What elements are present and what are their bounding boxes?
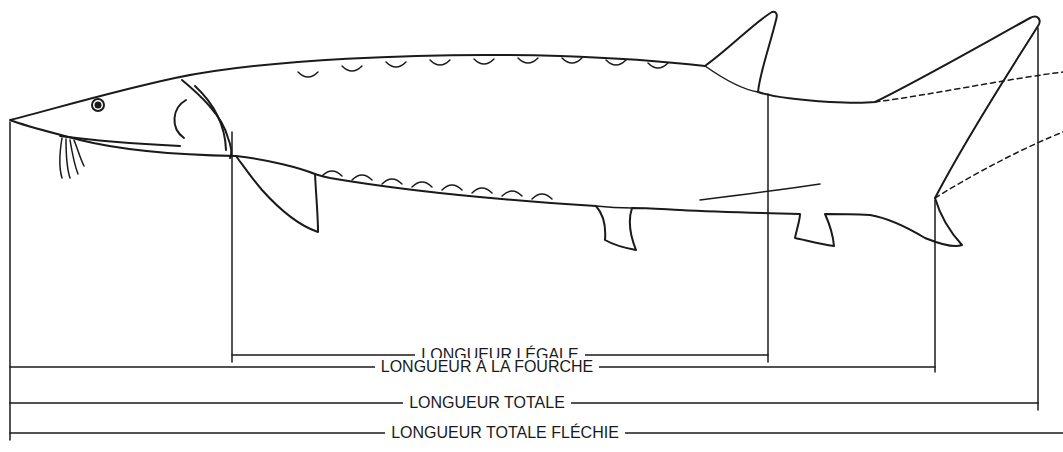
barbel xyxy=(60,138,84,178)
pectoral-fin xyxy=(236,156,315,174)
ventral-scutes xyxy=(322,171,552,199)
gill-slit xyxy=(195,86,226,150)
dimension-label: LONGUEUR TOTALE xyxy=(403,394,571,412)
fish-outline xyxy=(10,12,1040,250)
dimension-label: LONGUEUR À LA FOURCHE xyxy=(375,358,599,376)
dorsal-scutes xyxy=(298,58,668,77)
mouth-line xyxy=(60,136,180,146)
lateral-line-rear xyxy=(700,184,820,200)
operculum xyxy=(174,100,186,138)
pupil xyxy=(96,103,101,108)
dimension-lines xyxy=(10,28,1063,440)
gill-cover xyxy=(182,80,231,158)
dimension-label: LONGUEUR TOTALE FLÉCHIE xyxy=(385,424,625,442)
dorsal-fin-base xyxy=(705,66,758,92)
flexed-tail xyxy=(875,72,1063,102)
pelvic-fin-base xyxy=(596,206,632,208)
eye xyxy=(92,99,104,111)
flexed-tail xyxy=(935,132,1063,198)
